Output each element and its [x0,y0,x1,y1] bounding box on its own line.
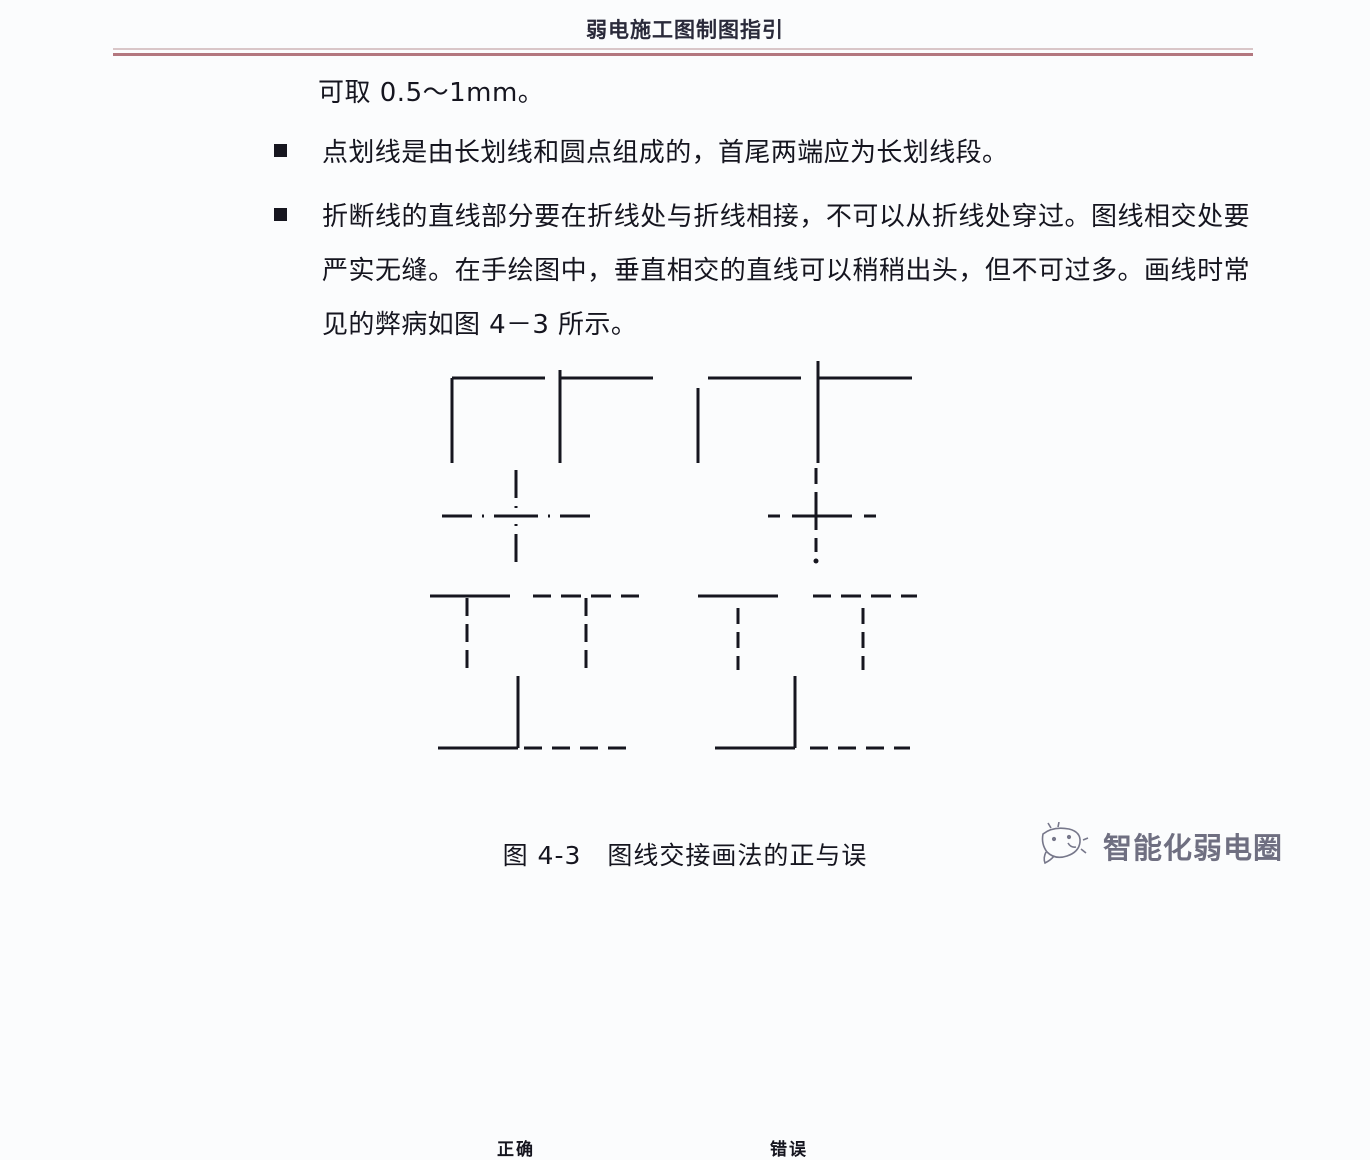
figure-4-3: 正确 错误 [0,358,1370,1160]
line-junction-diagram [430,361,917,750]
transition-wrong-offset-gap [715,676,910,750]
transition-correct-at-junction [438,676,626,750]
watermark: 智能化弱电圈 [1035,822,1283,870]
header-title: 弱电施工图制图指引 [586,18,784,42]
figure-caption: 图 4-3 图线交接画法的正与误 [0,836,1370,872]
corner-correct-slight-overshoot [558,370,653,463]
corner-correct-flush [450,376,545,463]
header-rule-dark [113,53,1253,56]
tee-wrong-dashed-top-gap [813,594,917,670]
corner-wrong-gap [696,376,801,463]
dashdot-cross-wrong [768,468,876,564]
figure-caption-text: 图线交接画法的正与误 [607,841,868,870]
page-header: 弱电施工图制图指引 [0,0,1370,58]
corner-wrong-overshoot [816,361,912,463]
bullet-square-icon [274,144,287,157]
tee-wrong-solid-top-gap [698,594,778,670]
tee-correct-dashed-top [533,594,639,668]
bullet-square-icon [274,208,287,221]
header-rule-light [113,48,1253,50]
bullet-text: 折断线的直线部分要在折线处与折线相接，不可以从折线处穿过。图线相交处要严实无缝。… [322,202,1250,340]
chat-smiley-icon [1041,822,1089,865]
figure-label-wrong: 错误 [770,1140,808,1160]
bullet-list: 点划线是由长划线和圆点组成的，首尾两端应为长划线段。 折断线的直线部分要在折线处… [0,126,1370,362]
figure-caption-number: 图 4-3 [502,841,582,870]
watermark-text: 智能化弱电圈 [1103,831,1284,865]
bullet-text: 点划线是由长划线和圆点组成的，首尾两端应为长划线段。 [322,138,1009,168]
figure-label-correct: 正确 [497,1140,535,1160]
tee-correct-solid-top [430,594,510,668]
lead-text-line: 可取 0.5～1mm。 [318,78,545,108]
dashdot-cross-correct [442,470,590,562]
list-item: 点划线是由长划线和圆点组成的，首尾两端应为长划线段。 [0,126,1370,180]
list-item: 折断线的直线部分要在折线处与折线相接，不可以从折线处穿过。图线相交处要严实无缝。… [0,190,1370,352]
